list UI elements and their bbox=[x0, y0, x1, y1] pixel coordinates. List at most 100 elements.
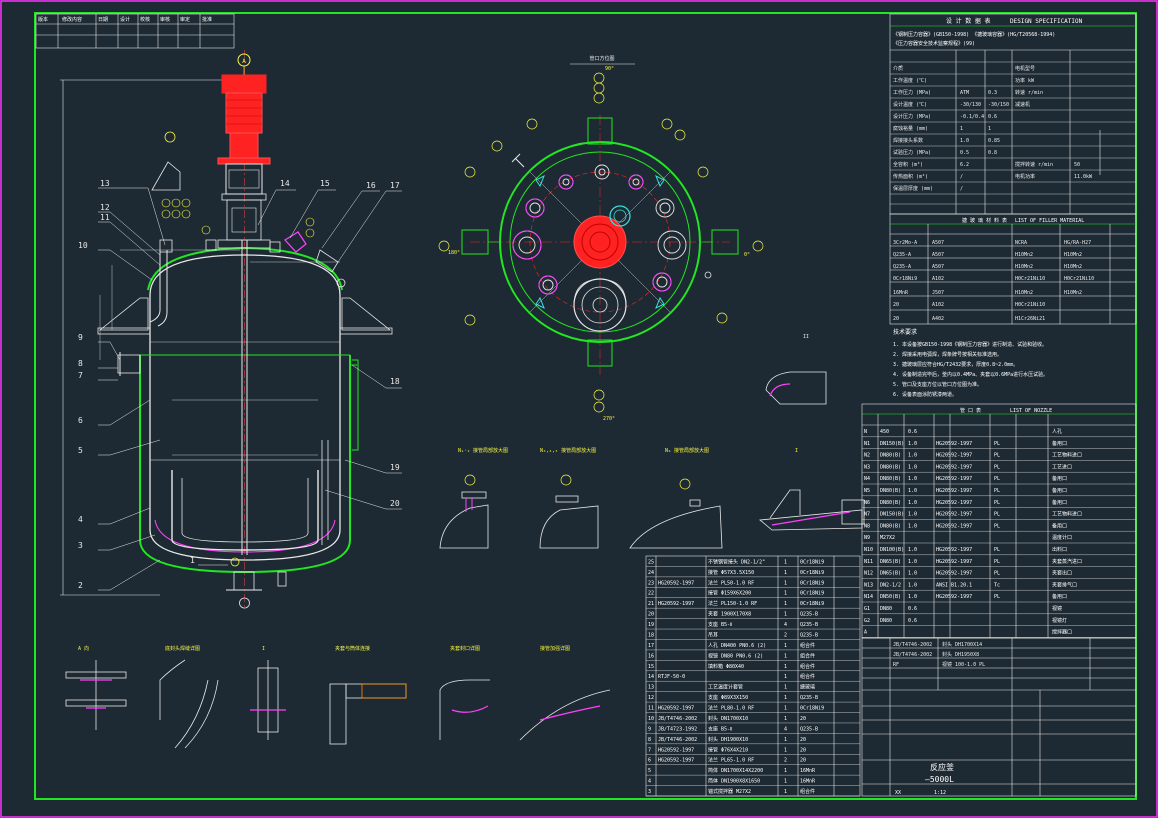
nozzle-dn: DN65(B) bbox=[880, 559, 901, 565]
callout-4: 4 bbox=[78, 515, 83, 524]
filler-material-table bbox=[889, 213, 1137, 325]
nozzle-use: 备用口 bbox=[1052, 487, 1067, 494]
callout-8: 8 bbox=[78, 359, 83, 368]
svg-text:日期: 日期 bbox=[98, 17, 108, 23]
part-code: JB/T4746-2002 bbox=[658, 737, 697, 743]
nozzle-dn: DN80(B) bbox=[880, 500, 901, 506]
std-line-2: 《压力容器安全技术监察规程》(99) bbox=[893, 40, 975, 47]
svg-text:封头 DH1950X8: 封头 DH1950X8 bbox=[942, 651, 979, 658]
part-code: HG20592-1997 bbox=[658, 706, 694, 712]
part-code: HG20592-1997 bbox=[658, 747, 694, 753]
svg-text:工作压力 (MPa): 工作压力 (MPa) bbox=[893, 89, 931, 96]
svg-text:0.85: 0.85 bbox=[988, 138, 1000, 144]
part-qty: 1 bbox=[784, 706, 787, 712]
svg-text:-0.1/0.4: -0.1/0.4 bbox=[960, 114, 984, 120]
part-no: 16 bbox=[648, 653, 654, 659]
svg-text:夹套与筒体连接: 夹套与筒体连接 bbox=[335, 645, 370, 652]
nozzle-no: N12 bbox=[864, 571, 873, 577]
callout-1: 1 bbox=[190, 556, 195, 565]
part-material: 组合件 bbox=[800, 673, 815, 680]
part-no: 23 bbox=[648, 580, 654, 586]
part-no: 18 bbox=[648, 632, 654, 638]
nozzle-use: 视镜灯 bbox=[1052, 617, 1067, 624]
angle-180: 180° bbox=[448, 250, 460, 256]
part-name: 接管 Φ76X4X210 bbox=[708, 746, 748, 753]
nozzle-no: N7 bbox=[864, 512, 870, 518]
part-material: 组合件 bbox=[800, 642, 815, 649]
nozzle-face: PL bbox=[994, 547, 1000, 553]
svg-text:0.5: 0.5 bbox=[960, 150, 969, 156]
vessel-elevation: A bbox=[60, 50, 393, 610]
part-material: Q235-B bbox=[800, 632, 818, 638]
callout-15: 15 bbox=[320, 179, 330, 188]
nozzle-pn: 1.0 bbox=[908, 571, 917, 577]
svg-text:A507: A507 bbox=[932, 252, 944, 258]
svg-text:HG/RA-H27: HG/RA-H27 bbox=[1064, 240, 1091, 246]
svg-text:转速 r/min: 转速 r/min bbox=[1015, 89, 1043, 96]
svg-text:H10Mn2: H10Mn2 bbox=[1064, 252, 1082, 258]
callout-11: 11 bbox=[100, 213, 110, 222]
nozzle-std: HG20592-1997 bbox=[936, 571, 972, 577]
detail-n2-title: N₃,₄,₅ 接管局部放大图 bbox=[540, 447, 596, 454]
part-name: 法兰 PL65-1.0 RF bbox=[708, 757, 754, 764]
part-material: 组合件 bbox=[800, 663, 815, 670]
nozzle-orientation-view: 管口方位图 bbox=[438, 55, 764, 422]
part-material: 组合件 bbox=[800, 788, 815, 795]
part-material: 0Cr18Ni9 bbox=[800, 570, 824, 576]
nozzle-use: 工艺进口 bbox=[1052, 463, 1072, 470]
part-no: 15 bbox=[648, 664, 654, 670]
part-no: 12 bbox=[648, 695, 654, 701]
nozzle-std: HG20592-1997 bbox=[936, 523, 972, 529]
svg-text:保温层厚度 (mm): 保温层厚度 (mm) bbox=[893, 185, 933, 192]
part-no: 10 bbox=[648, 716, 654, 722]
svg-text:A402: A402 bbox=[932, 316, 944, 322]
callout-14: 14 bbox=[280, 179, 290, 188]
nozzle-dn: DN80(B) bbox=[880, 523, 901, 529]
part-name: 工艺温度计套管 bbox=[708, 684, 743, 691]
part-material: 0Cr18Ni9 bbox=[800, 580, 824, 586]
part-material: 0Cr18Ni9 bbox=[800, 559, 824, 565]
nozzle-no: G2 bbox=[864, 618, 870, 624]
part-material: Q235-B bbox=[800, 612, 818, 618]
part-qty: 2 bbox=[784, 632, 787, 638]
svg-text:介质: 介质 bbox=[893, 65, 903, 72]
nozzle-std: HG20592-1997 bbox=[936, 594, 972, 600]
angle-90: 90° bbox=[605, 66, 614, 72]
part-qty: 1 bbox=[784, 747, 787, 753]
callout-19: 19 bbox=[390, 463, 400, 472]
view-b-title: I bbox=[262, 646, 265, 652]
part-material: 0Cr18Ni9 bbox=[800, 591, 824, 597]
part-material: 20 bbox=[800, 716, 806, 722]
svg-text:电机型号: 电机型号 bbox=[1015, 65, 1035, 72]
nozzle-std: HG20592-1997 bbox=[936, 464, 972, 470]
nozzle-dn: DN150(B) bbox=[880, 512, 904, 518]
nozzle-no: N5 bbox=[864, 488, 870, 494]
svg-text:工作温度 (℃): 工作温度 (℃) bbox=[893, 77, 927, 84]
nozzle-use: 搅拌器口 bbox=[1052, 629, 1072, 636]
label-a: A bbox=[242, 58, 246, 65]
svg-text:A102: A102 bbox=[932, 276, 944, 282]
spec-title-en: DESIGN SPECIFICATION bbox=[1010, 18, 1083, 25]
detail-i-title: I bbox=[795, 448, 798, 454]
part-material: 20 bbox=[800, 747, 806, 753]
part-name: 视镜 DN80 PN0.6 (2) bbox=[708, 652, 763, 659]
part-name: 支座 B5-Ⅱ bbox=[708, 725, 733, 732]
part-qty: 2 bbox=[784, 758, 787, 764]
svg-text:焊接接头系数: 焊接接头系数 bbox=[893, 137, 923, 144]
callout-13: 13 bbox=[100, 179, 110, 188]
title-block bbox=[861, 637, 1137, 797]
part-no: 8 bbox=[648, 737, 651, 743]
nozzle-no: N bbox=[864, 429, 867, 435]
nozzle-pn: 1.0 bbox=[908, 547, 917, 553]
part-name: 支座 Φ89X3X150 bbox=[708, 694, 748, 701]
svg-text:20: 20 bbox=[893, 302, 899, 308]
part-code: HG20592-1997 bbox=[658, 601, 694, 607]
nozzle-dn: DN65(B) bbox=[880, 571, 901, 577]
part-material: 组合件 bbox=[800, 652, 815, 659]
nozzle-use: 视镜 bbox=[1052, 605, 1062, 612]
part-qty: 1 bbox=[784, 643, 787, 649]
callouts-left bbox=[98, 187, 228, 591]
